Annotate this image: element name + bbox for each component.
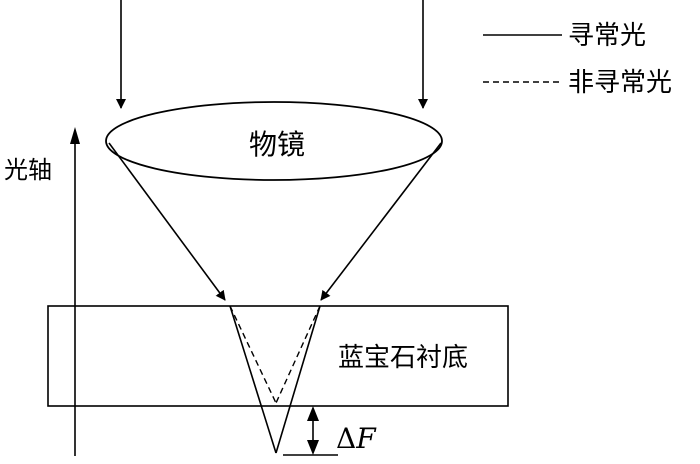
converging-rays [108, 142, 442, 301]
optical-axis-arrow-icon [70, 127, 80, 144]
substrate-label: 蓝宝石衬底 [338, 343, 468, 373]
legend-ordinary-label: 寻常光 [568, 21, 646, 51]
sapphire-substrate: 蓝宝石衬底 [47, 305, 509, 407]
extraordinary-ray-left [229, 305, 277, 404]
substrate-rect [47, 305, 509, 407]
legend-extraordinary-label: 非寻常光 [568, 68, 672, 98]
legend: 寻常光 非寻常光 [483, 21, 672, 98]
focal-shift-down-arrow-icon [307, 440, 319, 455]
extraordinary-ray-path [229, 305, 321, 404]
objective-lens-label: 物镜 [249, 128, 305, 161]
focal-shift-delta: Δ [336, 422, 356, 455]
objective-lens: 物镜 [105, 101, 443, 181]
focal-shift-up-arrow-icon [307, 406, 319, 421]
ordinary-ray-path [229, 305, 321, 454]
ray-left [108, 142, 226, 301]
ray-right [320, 142, 442, 301]
objective-lens-ellipse [105, 101, 443, 181]
ordinary-ray-right [275, 305, 321, 454]
extraordinary-ray-right [275, 305, 321, 404]
ordinary-ray-left [229, 305, 277, 454]
focal-shift-var: F [355, 422, 377, 455]
incoming-beams [116, 0, 428, 109]
focal-shift: ΔF [283, 406, 377, 456]
optical-axis-label: 光轴 [4, 156, 52, 184]
optical-axis: 光轴 [4, 127, 80, 456]
focal-shift-label: ΔF [336, 422, 377, 455]
